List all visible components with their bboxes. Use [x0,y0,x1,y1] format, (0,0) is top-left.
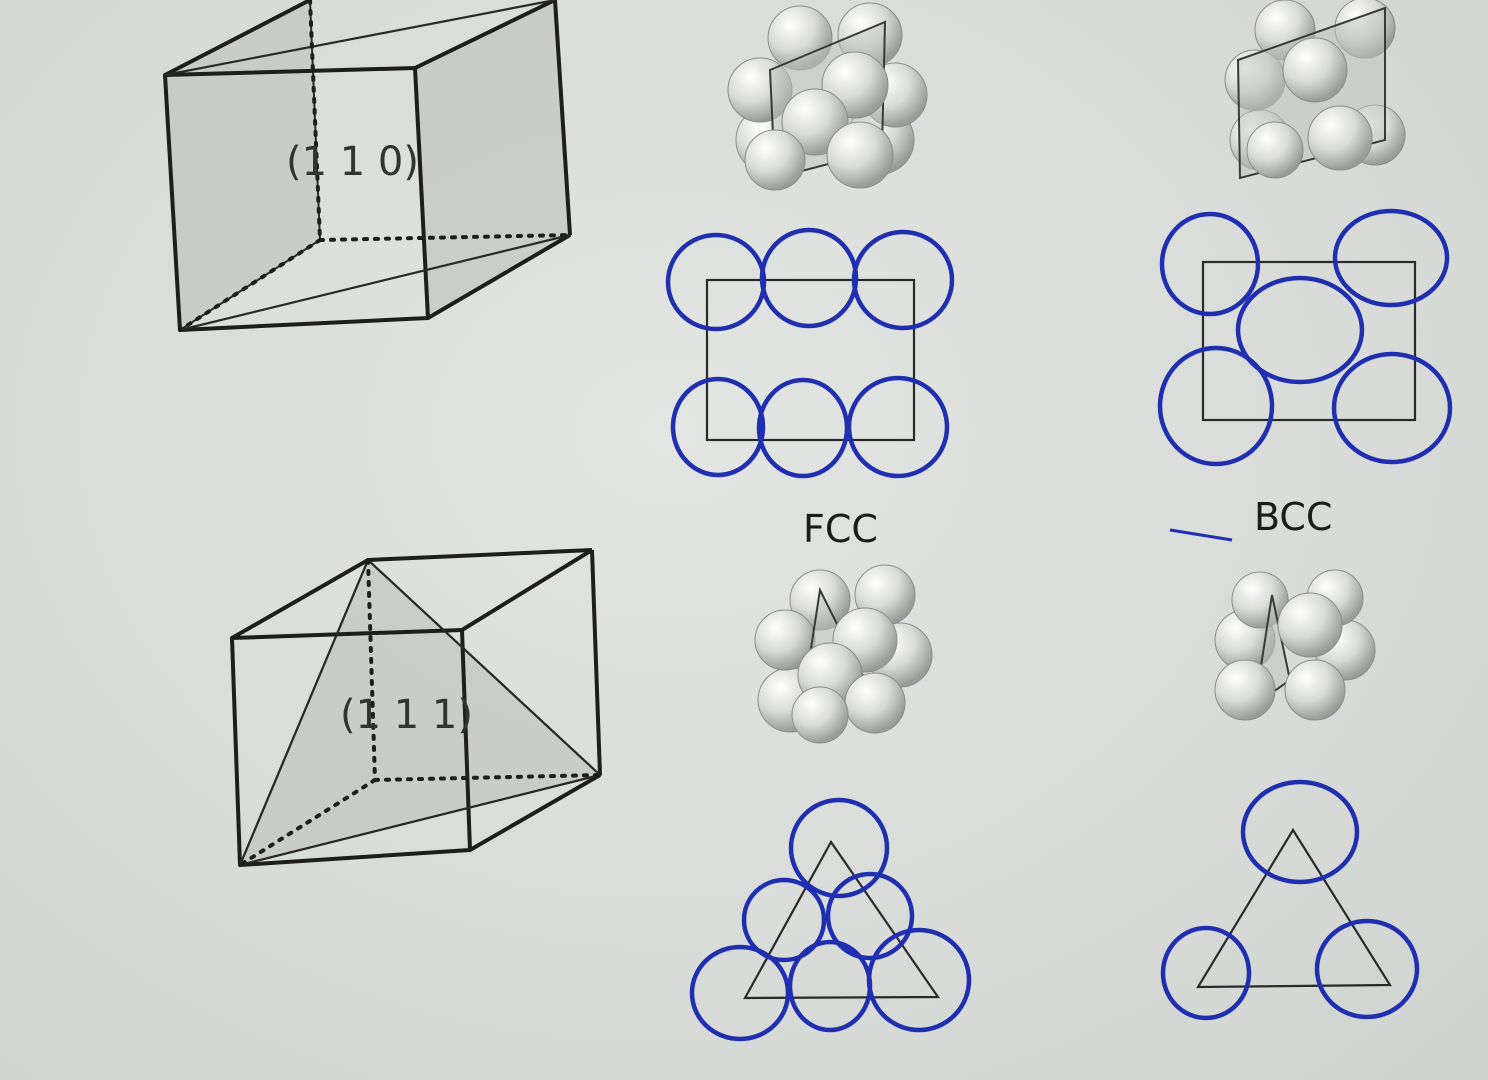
cube-111: (1 1 1) [230,548,603,867]
plane-edge [179,233,571,332]
miller-index-110: (1 1 0) [286,139,419,185]
cube-edge [469,773,601,852]
cube-edge [164,0,311,77]
fcc-label: FCC [803,507,878,551]
bcc-111-sphere-model [1214,569,1376,721]
bcc-label: BCC [1254,495,1332,539]
cube-edge [414,0,556,70]
fcc-110-plane-sketch [665,227,955,479]
unit-rectangle [705,278,916,442]
hidden-edge [318,233,572,242]
hidden-edge [366,558,377,782]
cube-110: (1 1 0) [163,0,572,332]
bcc-110-plane-sketch [1157,208,1453,467]
hidden-edge [238,778,377,867]
hidden-edge [308,0,322,242]
bcc-110-sphere-model [1224,0,1406,180]
cube-edge [460,548,594,632]
cube-edge [553,0,572,236]
plane-110-side [413,0,572,320]
cube-edge [426,233,572,320]
unit-rectangle [1201,260,1417,422]
unit-triangle [1196,827,1392,989]
fcc-111-plane-sketch [689,797,972,1042]
unit-triangle [743,839,941,1000]
plane-edge [238,559,370,866]
miller-index-111: (1 1 1) [340,692,473,738]
cube-edge [231,558,369,640]
cube-edge [367,548,593,562]
cube-edge [590,549,602,776]
hidden-edge [373,773,602,782]
plane-edge [367,559,601,776]
plane-edge [239,773,601,867]
plane-edge [164,0,556,77]
fcc-111-sphere-model [754,564,933,744]
bcc-111-plane-sketch [1160,779,1420,1021]
pen-stroke [1169,528,1233,542]
fcc-110-sphere-model [727,2,928,191]
